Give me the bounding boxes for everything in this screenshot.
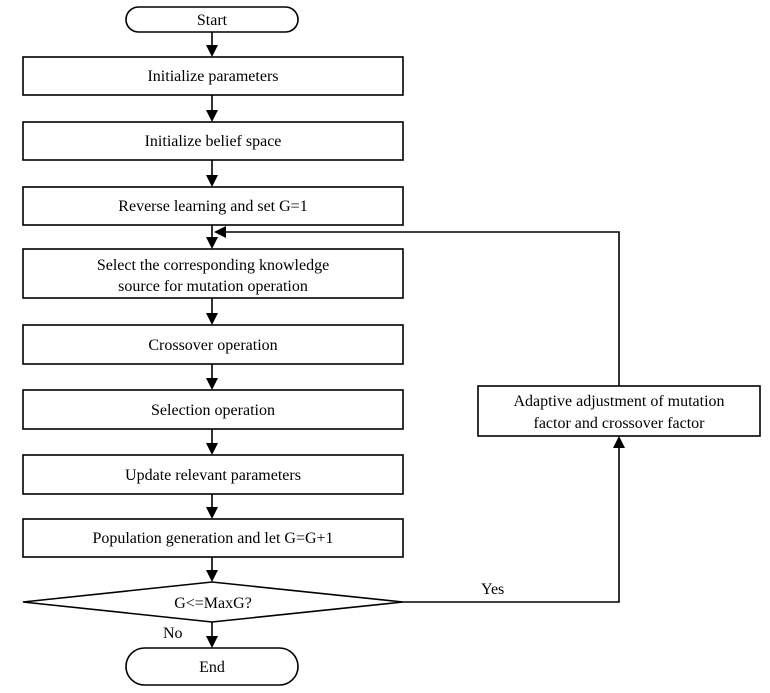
selection-box xyxy=(22,389,404,430)
start-label: Start xyxy=(197,12,228,29)
arrowhead-start-to-init-params xyxy=(206,45,218,57)
arrowhead-selection-to-update-params xyxy=(206,443,218,455)
init-belief-box xyxy=(22,121,404,161)
no-branch-label: No xyxy=(163,625,183,642)
end-label: End xyxy=(199,659,225,676)
reverse-learning-box xyxy=(22,186,404,226)
population-label: Population generation and let G=G+1 xyxy=(92,530,333,547)
arrow-decision-yes-to-adaptive xyxy=(403,446,620,603)
arrowhead-decision-yes-to-adaptive xyxy=(613,436,625,448)
selection-label: Selection operation xyxy=(151,402,275,419)
crossover-box xyxy=(22,324,404,365)
decision-label: G<=MaxG? xyxy=(174,595,252,612)
init-params-box xyxy=(22,56,404,96)
yes-branch-label: Yes xyxy=(481,581,504,598)
init-params-label: Initialize parameters xyxy=(147,68,278,85)
update-params-box xyxy=(22,454,404,495)
select-knowledge-box xyxy=(22,248,404,299)
arrowhead-decision-to-end xyxy=(206,636,218,648)
crossover-label: Crossover operation xyxy=(148,337,277,354)
arrowhead-init-params-to-init-belief xyxy=(206,110,218,122)
update-params-label: Update relevant parameters xyxy=(125,467,301,484)
reverse-learning-label: Reverse learning and set G=1 xyxy=(118,198,307,215)
arrowhead-adaptive-loop-back xyxy=(214,226,226,238)
arrowhead-crossover-to-selection xyxy=(206,378,218,390)
adaptive-label-line2: factor and crossover factor xyxy=(533,415,705,432)
init-belief-label: Initialize belief space xyxy=(145,133,282,150)
adaptive-label-line1: Adaptive adjustment of mutation xyxy=(513,393,724,410)
arrowhead-population-to-decision xyxy=(206,570,218,582)
arrowhead-init-belief-to-reverse-learning xyxy=(206,175,218,187)
select-knowledge-label-line2: source for mutation operation xyxy=(118,278,308,295)
arrowhead-select-knowledge-to-crossover xyxy=(206,313,218,325)
arrowhead-update-params-to-population xyxy=(206,507,218,519)
select-knowledge-label-line1: Select the corresponding knowledge xyxy=(97,257,329,274)
population-box xyxy=(22,518,404,558)
arrowhead-reverse-learning-to-select-knowledge xyxy=(206,237,218,249)
arrow-adaptive-loop-back xyxy=(224,231,620,386)
